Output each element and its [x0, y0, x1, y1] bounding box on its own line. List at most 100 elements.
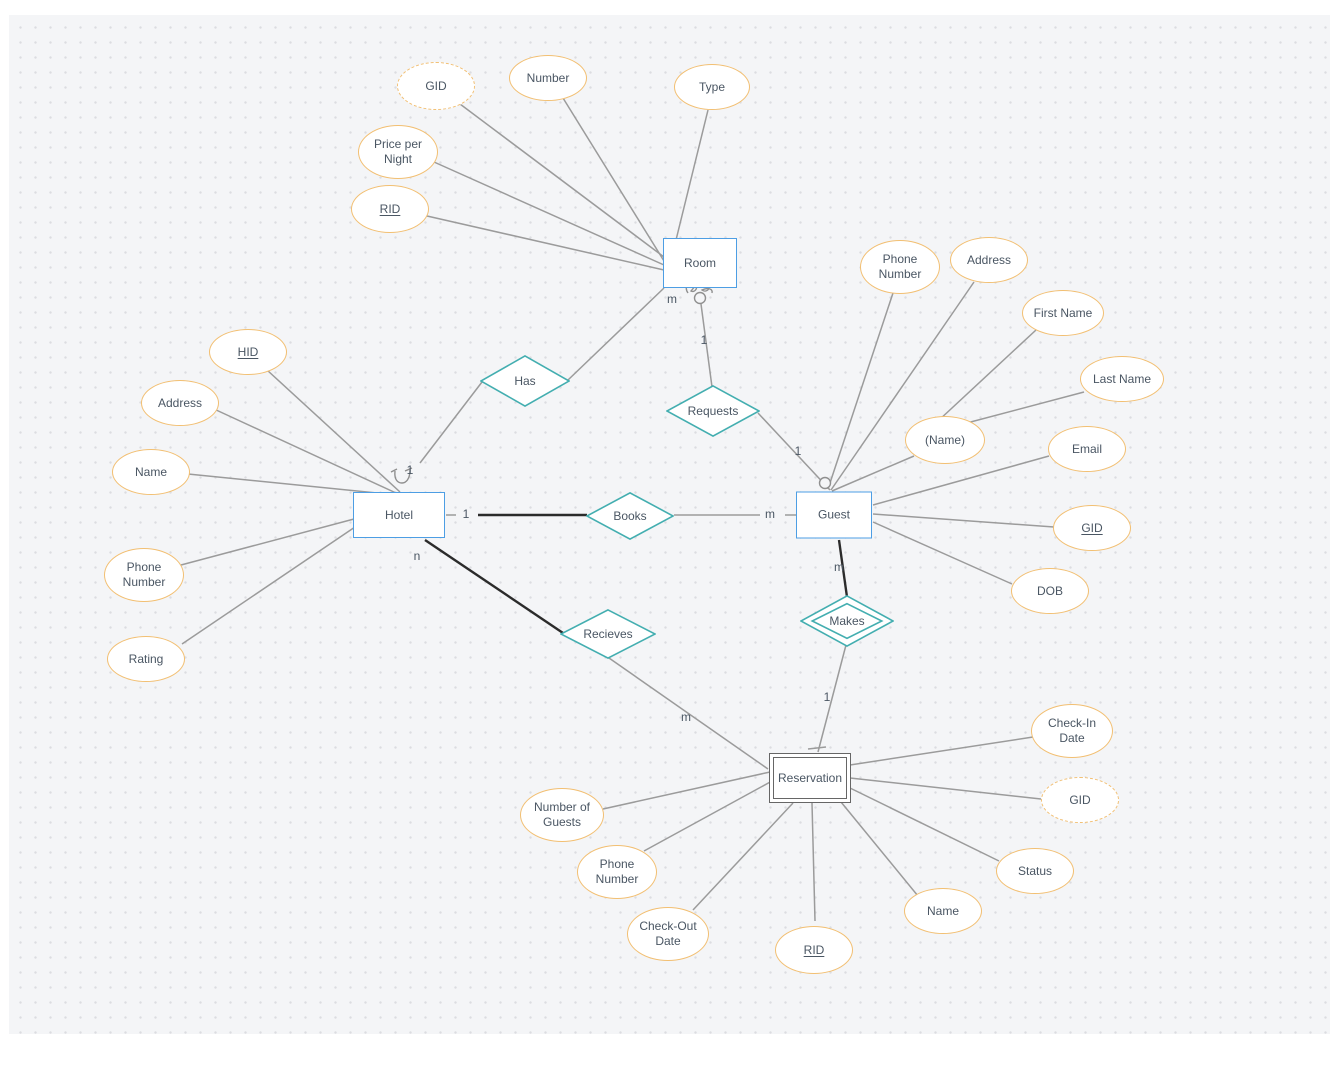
edge-res-checkout[interactable] [692, 802, 794, 911]
attribute-label: Phone Number [595, 857, 639, 886]
edge-res-gid[interactable] [849, 777, 1042, 800]
edge-hotel-address[interactable] [213, 408, 397, 494]
relationship-label: Recieves [583, 626, 633, 641]
cardinality-makes-reservation: 1 [823, 690, 831, 704]
edge-room-type[interactable] [675, 109, 709, 241]
attribute-label: Number of Guests [533, 800, 591, 829]
edge-guest-name[interactable] [831, 455, 915, 492]
attribute-label: RID [803, 942, 825, 957]
attribute-guest-gid[interactable]: GID [1053, 505, 1131, 551]
attribute-label: Check-Out Date [639, 919, 697, 948]
attribute-label: Type [698, 79, 725, 94]
edge-guest-phone[interactable] [827, 292, 894, 490]
attribute-room-rid[interactable]: RID [351, 185, 429, 233]
attribute-res-status[interactable]: Status [996, 848, 1074, 894]
cardinality-books-hotel: 1 [462, 507, 470, 521]
edge-room-price[interactable] [433, 161, 665, 266]
attribute-label: (Name) [924, 432, 965, 447]
edge-hotel-name[interactable] [187, 473, 388, 495]
attribute-res-number-of-guests[interactable]: Number of Guests [520, 788, 604, 842]
edge-hotel-hid[interactable] [266, 369, 401, 493]
edge-hotel-has[interactable] [419, 381, 483, 464]
edge-recieves-reservation[interactable] [608, 657, 769, 770]
edge-room-gid[interactable] [459, 103, 665, 258]
relationship-label: Requests [687, 403, 739, 418]
entity-hotel[interactable]: Hotel [353, 492, 445, 538]
edge-res-name[interactable] [840, 801, 919, 897]
edge-makes-reservation-tick[interactable] [807, 746, 827, 750]
edge-room-rid[interactable] [426, 215, 665, 271]
attribute-guest-address[interactable]: Address [950, 237, 1028, 283]
attribute-res-checkout-date[interactable]: Check-Out Date [627, 907, 709, 961]
edge-res-status[interactable] [849, 787, 1000, 862]
edge-res-rid[interactable] [811, 802, 816, 922]
attribute-label: Price per Night [373, 137, 423, 166]
edge-last-name-to-name[interactable] [962, 391, 1085, 425]
attribute-label: Phone Number [122, 560, 166, 589]
attribute-guest-first-name[interactable]: First Name [1022, 290, 1104, 336]
entity-guest[interactable]: Guest [796, 491, 872, 539]
attribute-hotel-hid[interactable]: HID [209, 329, 287, 375]
entity-room[interactable]: Room [663, 238, 737, 288]
attribute-guest-phone-number[interactable]: Phone Number [860, 240, 940, 294]
attribute-label: Address [966, 252, 1012, 267]
edge-hotel-rating[interactable] [181, 526, 356, 645]
relationship-has[interactable]: Has [480, 355, 570, 407]
relationship-makes[interactable]: Makes [800, 595, 894, 647]
attribute-label: Rating [128, 651, 164, 666]
edge-res-phone[interactable] [643, 780, 773, 852]
attribute-hotel-name[interactable]: Name [112, 449, 190, 495]
attribute-res-name[interactable]: Name [904, 888, 982, 934]
attribute-room-gid[interactable]: GID [397, 62, 475, 110]
edge-guest-gid[interactable] [872, 513, 1055, 528]
edge-requests-guest[interactable] [757, 412, 831, 491]
edge-first-name-to-name[interactable] [937, 329, 1037, 422]
edge-res-checkin[interactable] [849, 736, 1034, 766]
attribute-label: Address [157, 395, 203, 410]
edge-res-numguests[interactable] [602, 771, 771, 810]
attribute-label: DOB [1036, 583, 1063, 598]
attribute-res-gid[interactable]: GID [1041, 777, 1119, 823]
edge-room-requests[interactable] [700, 303, 713, 388]
attribute-hotel-phone-number[interactable]: Phone Number [104, 548, 184, 602]
cardinality-requests-room: 1 [700, 333, 708, 347]
edge-has-room[interactable] [567, 287, 665, 381]
entity-label: Room [683, 255, 716, 270]
diamond-shape [480, 355, 570, 407]
edge-makes-reservation[interactable] [817, 644, 847, 753]
cardinality-requests-guest: 1 [794, 444, 802, 458]
edge-guest-email[interactable] [872, 455, 1050, 506]
attribute-room-type[interactable]: Type [674, 64, 750, 110]
entity-label: Guest [817, 507, 850, 522]
edge-guest-address[interactable] [830, 281, 975, 491]
attribute-label: HID [237, 344, 259, 359]
connection-circle-icon [693, 291, 707, 305]
cardinality-books-guest: m [765, 507, 775, 521]
cardinality-recieves-hotel: n [413, 549, 421, 563]
edge-guest-makes[interactable] [837, 539, 849, 598]
attribute-label: Number [526, 70, 570, 85]
attribute-hotel-address[interactable]: Address [141, 380, 219, 426]
double-diamond-shape [800, 595, 894, 647]
attribute-res-phone-number[interactable]: Phone Number [577, 845, 657, 899]
attribute-guest-dob[interactable]: DOB [1011, 568, 1089, 614]
attribute-guest-name-composite[interactable]: (Name) [905, 416, 985, 464]
attribute-res-rid[interactable]: RID [775, 926, 853, 974]
connection-circle-icon [818, 476, 832, 490]
attribute-room-number[interactable]: Number [509, 55, 587, 101]
edge-room-number[interactable] [562, 97, 665, 262]
edge-hotel-phone[interactable] [180, 518, 355, 566]
attribute-guest-last-name[interactable]: Last Name [1080, 356, 1164, 402]
attribute-label: Last Name [1092, 371, 1152, 386]
attribute-guest-email[interactable]: Email [1048, 426, 1126, 472]
attribute-hotel-rating[interactable]: Rating [107, 636, 185, 682]
edge-guest-dob[interactable] [872, 521, 1013, 585]
attribute-room-price-per-night[interactable]: Price per Night [358, 125, 438, 179]
edge-hotel-recieves[interactable] [424, 539, 564, 634]
relationship-requests[interactable]: Requests [666, 385, 760, 437]
relationship-books[interactable]: Books [586, 492, 674, 540]
entity-reservation[interactable]: Reservation [769, 753, 851, 803]
relationship-recieves[interactable]: Recieves [560, 609, 656, 659]
u-scribble-icon [390, 467, 413, 484]
attribute-res-checkin-date[interactable]: Check-In Date [1031, 704, 1113, 758]
